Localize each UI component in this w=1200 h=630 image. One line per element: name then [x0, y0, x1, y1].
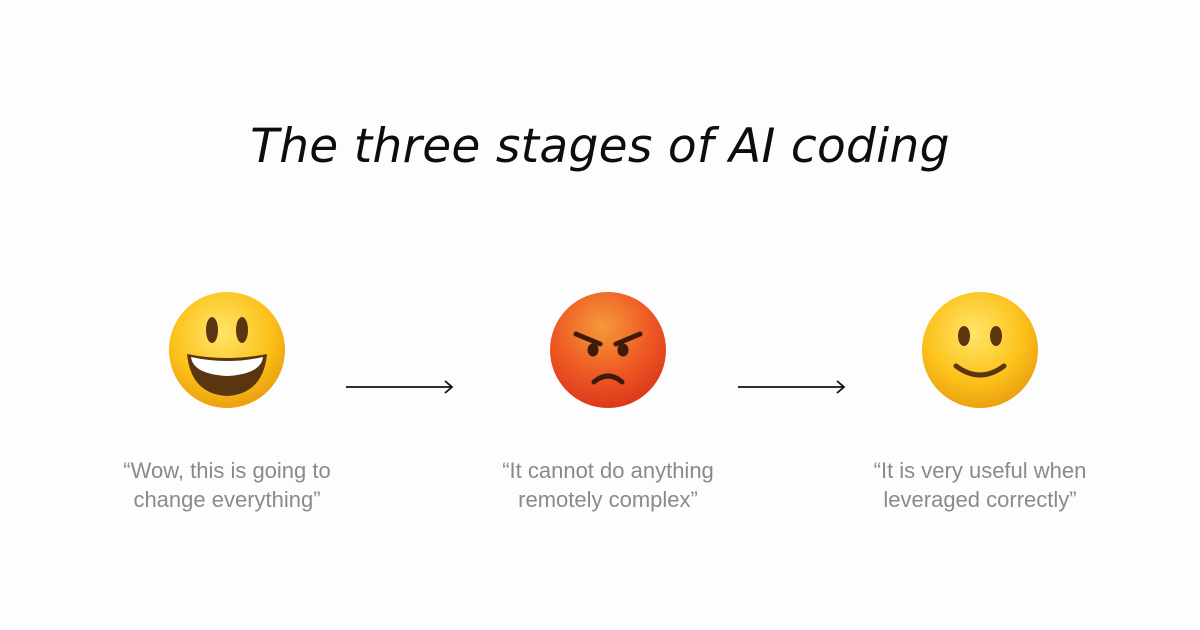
page-title: The three stages of AI coding	[250, 119, 950, 174]
stage-3-quote-line-1: “It is very useful when	[873, 458, 1087, 483]
stage-2: “It cannot do anything remotely complex”	[448, 290, 768, 514]
stage-3-quote: “It is very useful when leveraged correc…	[820, 456, 1140, 514]
stage-1-quote-line-2: change everything”	[133, 487, 321, 512]
stage-1-quote-line-1: “Wow, this is going to	[123, 458, 331, 483]
stage-1: “Wow, this is going to change everything…	[67, 290, 387, 514]
angry-face-icon	[550, 292, 666, 408]
grinning-face-icon	[169, 292, 285, 408]
stage-1-quote: “Wow, this is going to change everything…	[67, 456, 387, 514]
stage-2-quote: “It cannot do anything remotely complex”	[448, 456, 768, 514]
arrow-right-icon	[346, 380, 454, 394]
stage-3-quote-line-2: leveraged correctly”	[883, 487, 1077, 512]
arrow-right-icon	[738, 380, 846, 394]
stage-3: “It is very useful when leveraged correc…	[820, 290, 1140, 514]
stage-2-quote-line-1: “It cannot do anything	[502, 458, 714, 483]
stage-2-quote-line-2: remotely complex”	[518, 487, 698, 512]
slightly-smiling-face-icon	[922, 292, 1038, 408]
